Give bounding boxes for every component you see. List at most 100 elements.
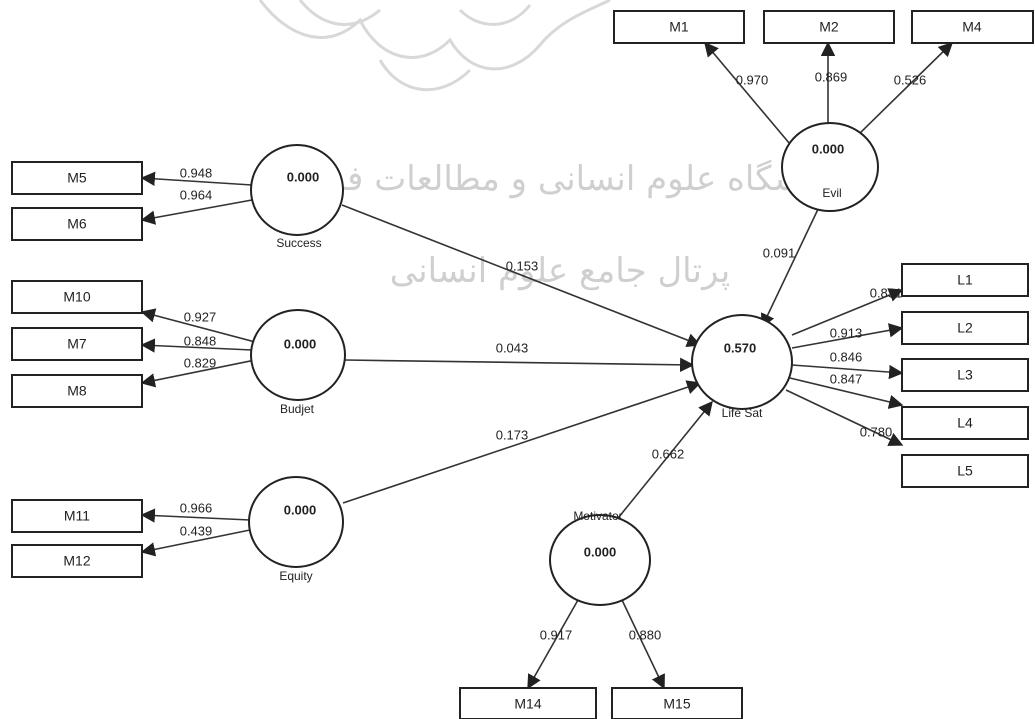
watermark: پژوهشگاه علوم انسانی و مطالعات فرهنگی پر…: [253, 0, 867, 291]
indicator-label: L3: [957, 367, 973, 383]
latent-value: 0.000: [287, 169, 320, 184]
watermark-line2: پرتال جامع علوم انسانی: [390, 251, 730, 291]
loading-lifesat-l3: 0.846: [791, 349, 904, 380]
latent-motivator: 0.000 Motivator: [549, 509, 651, 606]
indicator-m10: M10: [11, 280, 143, 314]
loading-success-m6: 0.964: [140, 187, 253, 225]
indicator-l1: L1: [901, 263, 1029, 297]
path-coefficient: 0.091: [763, 245, 796, 260]
indicator-m1: M1: [613, 10, 745, 44]
latent-name: Life Sat: [722, 406, 763, 420]
path-coefficient: 0.043: [496, 340, 529, 355]
loading-equity-m11: 0.966: [140, 500, 251, 523]
path-motivator-lifesat: 0.662: [609, 400, 713, 529]
indicator-m15: M15: [611, 687, 743, 719]
latent-value: 0.000: [584, 544, 617, 559]
indicator-label: M15: [663, 696, 690, 712]
path-coefficient: 0.153: [506, 258, 539, 273]
latent-name: Success: [276, 236, 321, 250]
path-budjet-lifesat: 0.043: [344, 340, 695, 373]
path-equity-lifesat: 0.173: [342, 380, 702, 504]
latent-value: 0.000: [284, 336, 317, 351]
indicator-label: L1: [957, 272, 973, 288]
latent-name: Budjet: [280, 402, 315, 416]
loading-label: 0.831: [870, 285, 903, 300]
latent-life-sat: 0.570 Life Sat: [691, 314, 793, 420]
loading-label: 0.880: [629, 627, 662, 642]
loading-lifesat-l5: 0.780: [785, 389, 904, 446]
indicator-l5: L5: [901, 454, 1029, 488]
loading-label: 0.917: [540, 627, 573, 642]
indicator-label: L4: [957, 415, 973, 431]
loading-label: 0.848: [184, 333, 217, 348]
loading-label: 0.869: [815, 69, 848, 84]
loading-label: 0.780: [860, 424, 893, 439]
loading-label: 0.964: [180, 187, 213, 202]
indicator-l3: L3: [901, 358, 1029, 392]
watermark-line1: پژوهشگاه علوم انسانی و مطالعات فرهنگی: [253, 159, 867, 199]
latent-success: 0.000 Success: [250, 144, 344, 250]
indicator-label: M12: [63, 553, 90, 569]
indicator-label: L2: [957, 320, 973, 336]
indicator-label: M1: [669, 19, 689, 35]
loading-success-m5: 0.948: [140, 165, 253, 187]
loading-label: 0.846: [830, 349, 863, 364]
indicator-label: M8: [67, 383, 87, 399]
loading-motivator-m15: 0.880: [621, 599, 665, 690]
indicator-m2: M2: [763, 10, 895, 44]
latent-value: 0.000: [284, 502, 317, 517]
indicator-m12: M12: [11, 544, 143, 578]
latent-value: 0.000: [812, 141, 845, 156]
latent-name: Motivator: [573, 509, 622, 523]
loading-lifesat-l2: 0.913: [791, 323, 904, 349]
indicator-label: M6: [67, 216, 87, 232]
loading-label: 0.927: [184, 309, 217, 324]
indicator-m5: M5: [11, 161, 143, 195]
loading-lifesat-l4: 0.847: [789, 371, 904, 409]
loading-lifesat-l1: 0.831: [791, 285, 904, 336]
loading-motivator-m14: 0.917: [527, 599, 579, 690]
indicator-label: M11: [64, 508, 90, 524]
loading-evil-m2: 0.869: [815, 41, 848, 130]
indicator-l4: L4: [901, 406, 1029, 440]
loading-budjet-m8: 0.829: [140, 355, 256, 388]
loading-label: 0.439: [180, 523, 213, 538]
latent-equity: 0.000 Equity: [248, 476, 344, 583]
loading-label: 0.970: [736, 72, 769, 87]
loading-label: 0.847: [830, 371, 863, 386]
loading-label: 0.966: [180, 500, 213, 515]
loading-budjet-m10: 0.927: [140, 308, 256, 343]
watermark-emblem: [258, 0, 611, 92]
path-coefficient: 0.662: [652, 446, 685, 461]
loading-evil-m4: 0.526: [857, 41, 954, 136]
indicator-m4: M4: [911, 10, 1034, 44]
latent-name: Equity: [279, 569, 312, 583]
indicator-m7: M7: [11, 327, 143, 361]
latent-name: Evil: [822, 186, 841, 200]
indicator-m8: M8: [11, 374, 143, 408]
loading-budjet-m7: 0.848: [140, 333, 253, 353]
indicator-m11: M11: [11, 499, 143, 533]
loading-equity-m12: 0.439: [140, 523, 251, 557]
latent-budjet: 0.000 Budjet: [250, 309, 346, 416]
latent-value: 0.570: [724, 340, 757, 355]
loading-evil-m1: 0.970: [704, 41, 796, 151]
indicator-l2: L2: [901, 311, 1029, 345]
path-evil-lifesat: 0.091: [761, 204, 821, 329]
indicator-label: M10: [63, 289, 90, 305]
indicator-label: M7: [67, 336, 87, 352]
indicator-m14: M14: [459, 687, 597, 719]
indicator-label: L5: [957, 463, 973, 479]
indicator-label: M2: [819, 19, 839, 35]
loading-label: 0.829: [184, 355, 217, 370]
loading-label: 0.913: [830, 325, 863, 340]
indicator-m6: M6: [11, 207, 143, 241]
latent-evil: 0.000 Evil: [781, 122, 879, 212]
loading-label: 0.948: [180, 165, 213, 180]
indicator-label: M4: [962, 19, 982, 35]
indicator-label: M5: [67, 170, 87, 186]
path-coefficient: 0.173: [496, 427, 529, 442]
loading-label: 0.526: [894, 72, 927, 87]
path-success-lifesat: 0.153: [341, 204, 702, 347]
